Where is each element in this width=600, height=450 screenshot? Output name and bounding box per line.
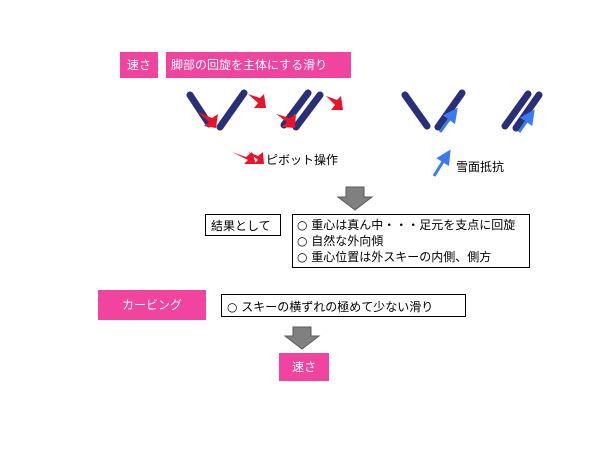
result-line-2: ○ 自然な外向傾 xyxy=(297,234,384,248)
pivot-title-box: 脚部の回旋を主体にする滑り xyxy=(166,52,351,78)
ski-left-4 xyxy=(292,91,324,131)
blue-arrow-1 xyxy=(438,107,458,133)
red-arrow-1 xyxy=(198,112,218,128)
red-arrow-3 xyxy=(276,113,296,128)
speed-label-bottom-text: 速さ xyxy=(291,360,316,374)
pivot-title-text: 脚部の回旋を主体にする滑り xyxy=(171,58,328,72)
speed-label-top-text: 速さ xyxy=(126,58,151,72)
carving-skis-group xyxy=(401,89,543,132)
ski-left-1 xyxy=(186,91,213,128)
blue-arrow-legend xyxy=(432,149,451,177)
blue-arrow-2 xyxy=(517,109,535,133)
speed-label-top: 速さ xyxy=(120,52,158,78)
result-line-3: ○ 重心位置は外スキーの内側、側方 xyxy=(297,250,492,264)
red-arrow-4 xyxy=(326,96,343,110)
red-legend-arrow-2 xyxy=(248,152,264,164)
result-line-1: ○ 重心は真ん中・・・足元を支点に回旋 xyxy=(297,218,516,232)
red-legend-arrow xyxy=(232,152,256,164)
result-description-box: ○ 重心は真ん中・・・足元を支点に回旋 ○ 自然な外向傾 ○ 重心位置は外スキー… xyxy=(292,214,530,268)
pivot-legend-arrow xyxy=(232,152,264,164)
gray-arrow-bottom xyxy=(283,326,321,350)
carving-label: カービング xyxy=(121,298,182,312)
snow-resistance-label: 雪面抵抗 xyxy=(456,160,505,174)
result-label-box: 結果として xyxy=(205,214,281,236)
snow-resistance-arrows xyxy=(432,107,535,177)
carving-label-box: カービング xyxy=(98,290,206,320)
gray-arrows xyxy=(283,186,374,350)
ski-right-3 xyxy=(501,90,532,130)
ski-right-2 xyxy=(434,89,466,131)
ski-left-2 xyxy=(216,89,248,131)
red-arrow-2 xyxy=(248,94,266,108)
pivot-arrows xyxy=(198,94,343,128)
pivot-legend-label: ピボット操作 xyxy=(266,153,339,167)
ski-right-1 xyxy=(401,91,431,130)
gray-arrow-top xyxy=(336,186,374,211)
carving-description: ○ スキーの横ずれの極めて少ない滑り xyxy=(227,300,434,314)
result-label: 結果として xyxy=(211,219,271,233)
speed-label-bottom: 速さ xyxy=(279,353,329,381)
carving-description-box: ○ スキーの横ずれの極めて少ない滑り xyxy=(221,294,466,317)
